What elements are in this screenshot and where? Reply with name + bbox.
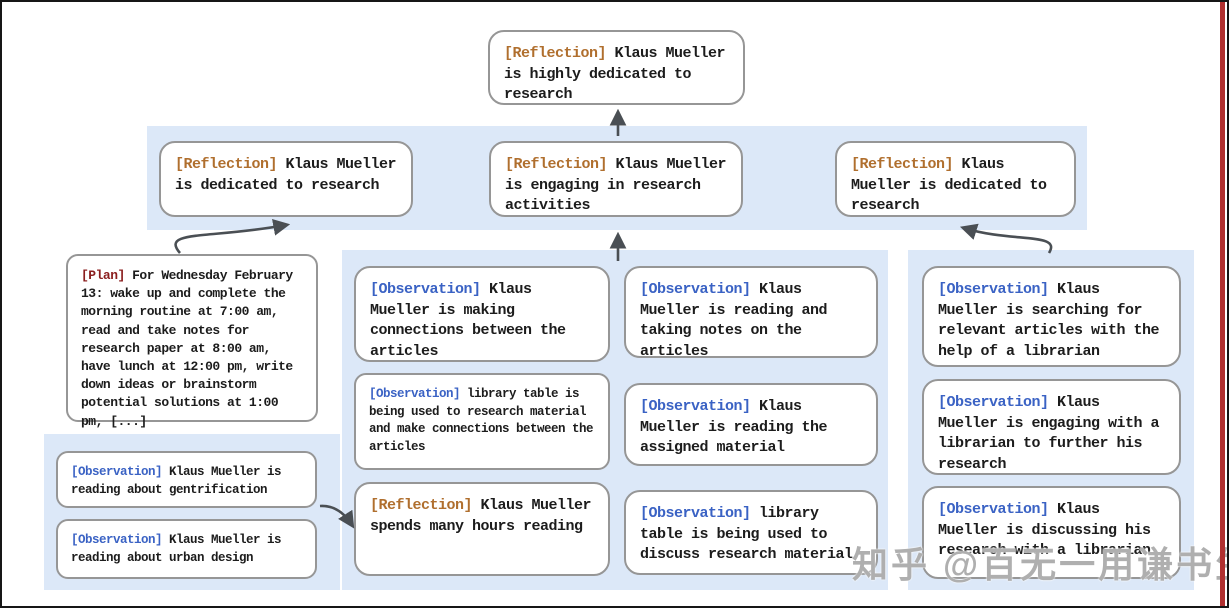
node-text: Klaus Mueller is reading about gentrific… — [71, 465, 282, 497]
node-tag: [Reflection] — [851, 156, 962, 173]
node-tag: [Observation] — [938, 281, 1058, 298]
node-text: For Wednesday February 13: wake up and c… — [81, 268, 293, 429]
node-text: library table is being used to research … — [369, 387, 594, 454]
node-text: library table is being used to discuss r… — [640, 505, 853, 564]
node-obs-taking-notes: [Observation] Klaus Mueller is reading a… — [624, 266, 878, 361]
node-root-reflection: [Reflection] Klaus Mueller is highly ded… — [488, 30, 745, 105]
node-plan: [Plan] For Wednesday February 13: wake u… — [66, 254, 318, 429]
node-text: Klaus Mueller is dedicated to research — [175, 156, 397, 194]
node-tag: [Observation] — [71, 465, 170, 479]
node-obs-assigned: [Observation] Klaus Mueller is reading t… — [624, 383, 878, 466]
node-reflection-hours: [Reflection] Klaus Mueller spends many h… — [354, 482, 610, 576]
node-tag: [Reflection] — [370, 497, 481, 514]
node-text: Klaus Mueller is engaging with a librari… — [938, 394, 1160, 474]
node-text: Klaus Mueller is dedicated to research — [851, 156, 1047, 215]
node-text: Klaus Mueller is highly dedicated to res… — [504, 45, 726, 104]
node-tag: [Observation] — [71, 533, 170, 547]
zhihu-watermark: 知乎 @百无一用谦书生 — [852, 544, 1229, 585]
node-text: Klaus Mueller is searching for relevant … — [938, 281, 1160, 361]
node-reflection-left: [Reflection] Klaus Mueller is dedicated … — [159, 141, 413, 217]
node-tag: [Reflection] — [504, 45, 615, 62]
node-obs-gentrification: [Observation] Klaus Mueller is reading a… — [56, 451, 317, 508]
node-text: Klaus Mueller is engaging in research ac… — [505, 156, 727, 215]
node-obs-connections: [Observation] Klaus Mueller is making co… — [354, 266, 610, 362]
node-tag: [Observation] — [370, 281, 490, 298]
node-text: Klaus Mueller is making connections betw… — [370, 281, 566, 361]
node-text: Klaus Mueller is reading the assigned ma… — [640, 398, 828, 457]
node-text: Klaus Mueller is reading about urban des… — [71, 533, 282, 565]
node-text: Klaus Mueller is discussing his research… — [938, 501, 1151, 560]
node-tag: [Reflection] — [175, 156, 286, 173]
right-edge-accent — [1220, 2, 1225, 606]
node-tag: [Observation] — [640, 505, 760, 522]
node-reflection-right: [Reflection] Klaus Mueller is dedicated … — [835, 141, 1076, 217]
node-tag: [Plan] — [81, 268, 133, 283]
node-obs-library-research: [Observation] library table is being use… — [354, 373, 610, 470]
node-reflection-center: [Reflection] Klaus Mueller is engaging i… — [489, 141, 743, 217]
node-text: Klaus Mueller spends many hours reading — [370, 497, 592, 535]
node-obs-searching: [Observation] Klaus Mueller is searching… — [922, 266, 1181, 367]
node-obs-library-discuss: [Observation] library table is being use… — [624, 490, 878, 575]
node-tag: [Observation] — [938, 501, 1058, 518]
node-tag: [Observation] — [640, 281, 760, 298]
node-tag: [Observation] — [640, 398, 760, 415]
node-obs-urban-design: [Observation] Klaus Mueller is reading a… — [56, 519, 317, 579]
node-tag: [Reflection] — [505, 156, 616, 173]
node-obs-engaging: [Observation] Klaus Mueller is engaging … — [922, 379, 1181, 475]
node-tag: [Observation] — [369, 387, 468, 401]
node-obs-discussing: [Observation] Klaus Mueller is discussin… — [922, 486, 1181, 579]
node-text: Klaus Mueller is reading and taking note… — [640, 281, 828, 361]
node-tag: [Observation] — [938, 394, 1058, 411]
